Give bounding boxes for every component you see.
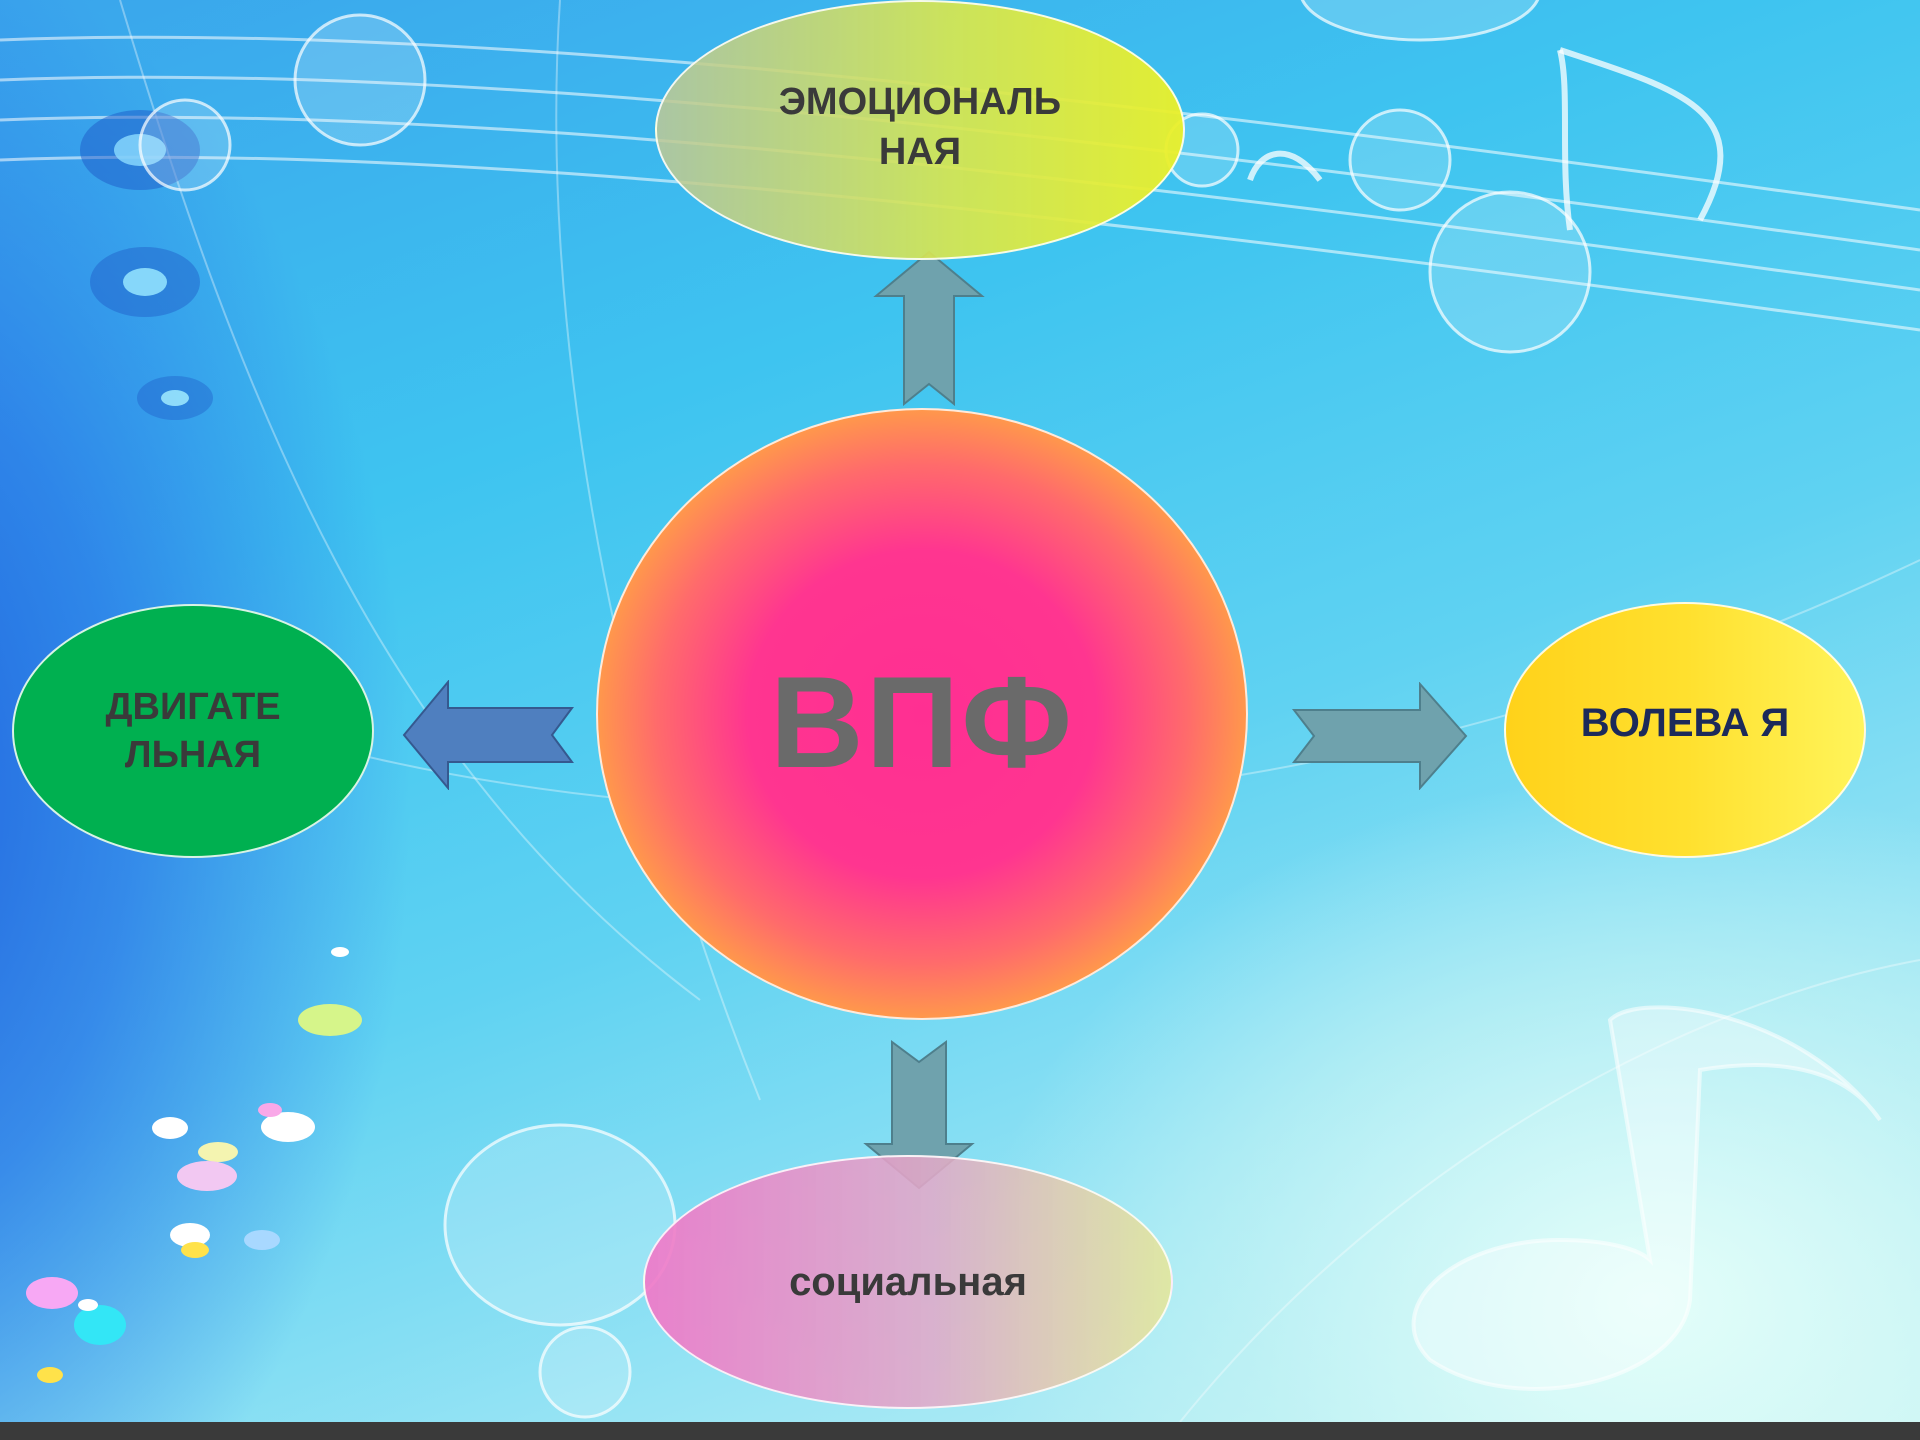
node-social: социальная bbox=[643, 1155, 1173, 1409]
node-motor: ДВИГАТЕ ЛЬНАЯ bbox=[12, 604, 374, 858]
node-volitional: ВОЛЕВА Я bbox=[1504, 602, 1866, 858]
node-emotional-label: ЭМОЦИОНАЛЬ НАЯ bbox=[778, 81, 1062, 173]
center-node-label: ВПФ bbox=[769, 649, 1075, 795]
arrow-up bbox=[873, 250, 985, 406]
node-motor-label: ДВИГАТЕ ЛЬНАЯ bbox=[105, 686, 281, 776]
arrow-down bbox=[863, 1040, 975, 1190]
node-social-label: социальная bbox=[789, 1260, 1027, 1304]
arrow-right bbox=[1291, 682, 1468, 790]
arrow-left bbox=[402, 680, 574, 790]
node-emotional: ЭМОЦИОНАЛЬ НАЯ bbox=[655, 0, 1185, 260]
bottom-bar bbox=[0, 1422, 1920, 1440]
center-node-vpf: ВПФ bbox=[596, 408, 1248, 1020]
node-volitional-label: ВОЛЕВА Я bbox=[1580, 701, 1790, 745]
